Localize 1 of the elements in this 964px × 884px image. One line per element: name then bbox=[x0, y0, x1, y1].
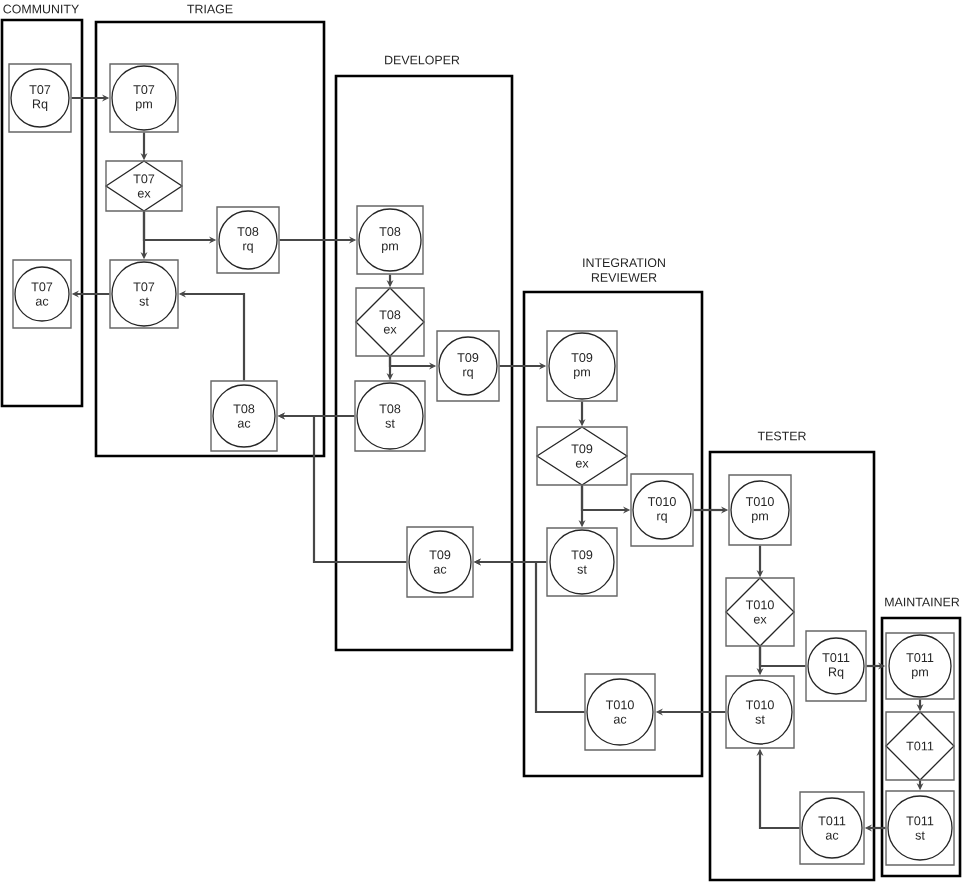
arrow bbox=[758, 646, 806, 668]
